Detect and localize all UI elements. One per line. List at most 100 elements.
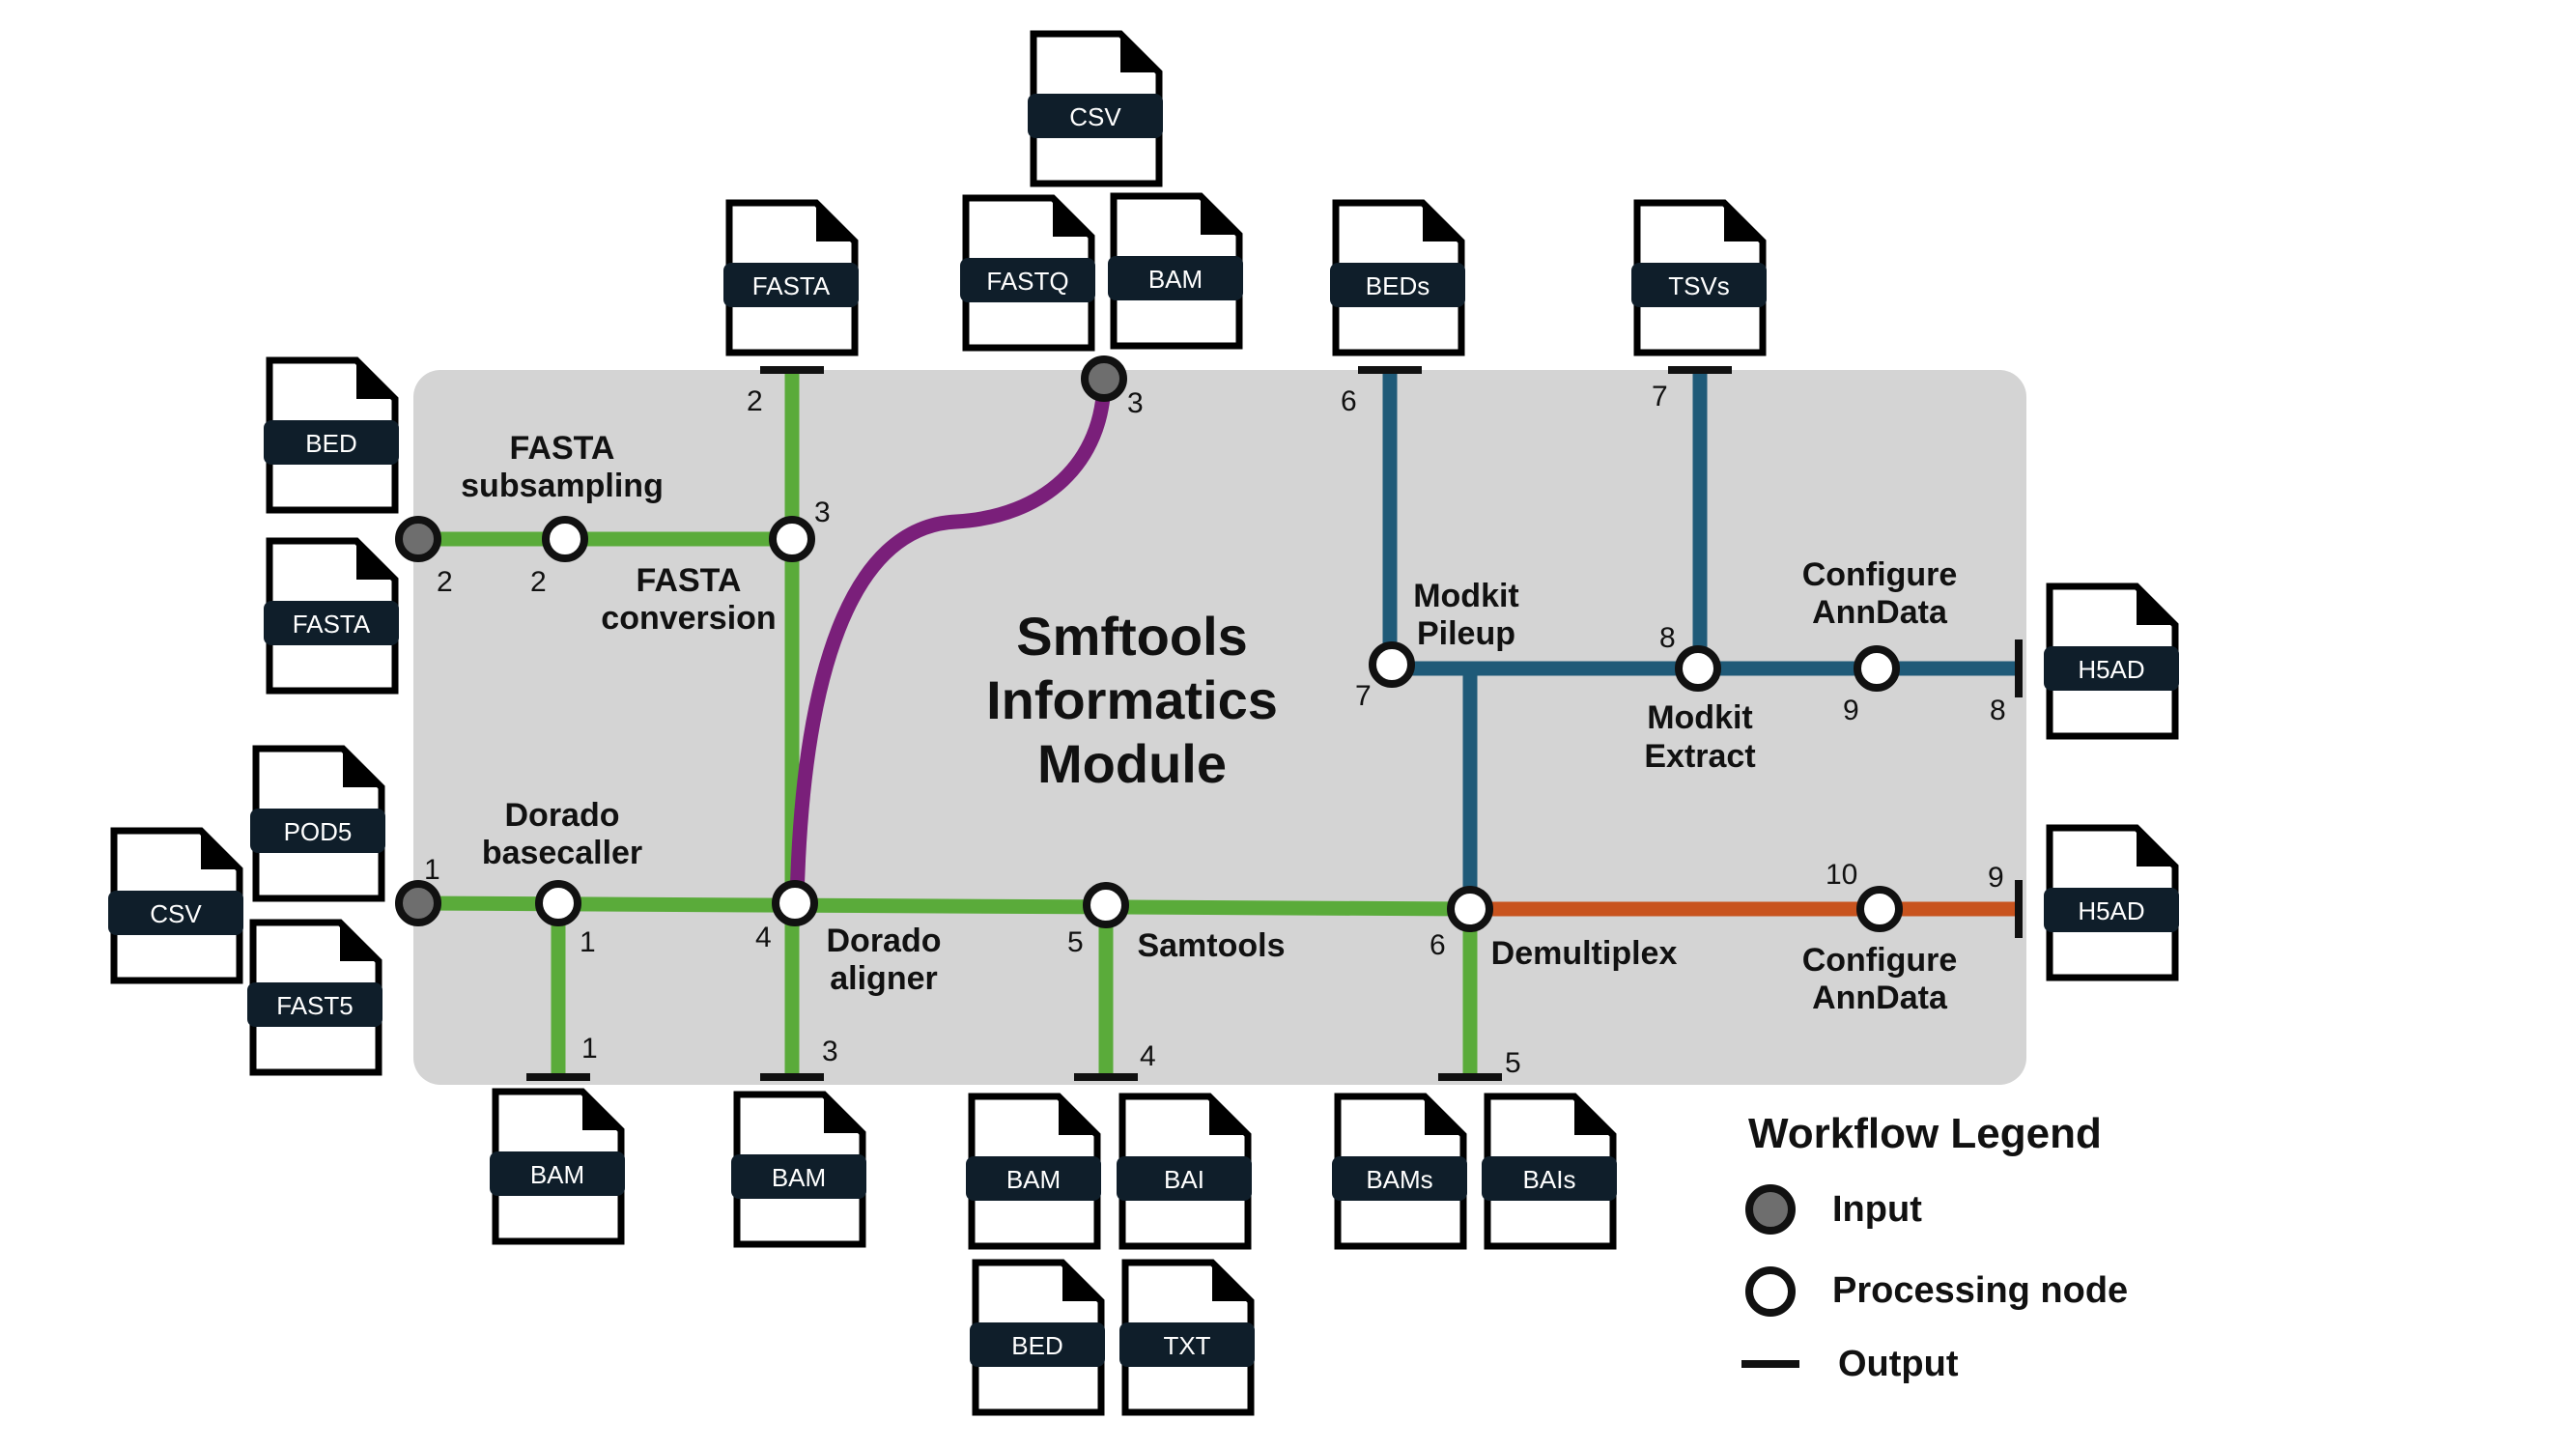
file-icon-h5ad-out1: H5AD <box>2044 586 2179 736</box>
file-icon-bam-out3: BAM <box>731 1094 866 1244</box>
label-dorado-aligner-1: Dorado <box>827 923 942 959</box>
svg-text:FASTA: FASTA <box>293 610 371 639</box>
svg-text:TXT: TXT <box>1163 1331 1210 1360</box>
svg-text:BAM: BAM <box>1006 1165 1061 1194</box>
num-pileup: 7 <box>1355 680 1372 712</box>
file-icon-bam-top: BAM <box>1108 196 1243 346</box>
num-samtools: 5 <box>1067 926 1084 958</box>
label-dorado-basecaller-2: basecaller <box>482 835 642 871</box>
file-icon-bed-in: BED <box>264 360 399 510</box>
file-icon-fast5-in: FAST5 <box>247 923 382 1072</box>
file-icon-h5ad-out2: H5AD <box>2044 828 2179 978</box>
label-modkit-extract-2: Extract <box>1644 738 1755 775</box>
svg-text:BAI: BAI <box>1164 1165 1204 1194</box>
legend-processing-icon <box>1745 1266 1796 1317</box>
num-bam-out3: 3 <box>822 1036 838 1067</box>
num-bam-out4: 4 <box>1140 1040 1156 1072</box>
node-labels: FASTA subsampling FASTA conversion Dorad… <box>461 430 1957 1016</box>
num-bam-out1: 1 <box>581 1033 598 1065</box>
num-conf-bottom: 10 <box>1826 859 1857 891</box>
svg-text:BED: BED <box>305 429 356 458</box>
num-extract: 8 <box>1659 622 1676 654</box>
label-fasta-subsampling-1: FASTA <box>510 430 615 467</box>
node-modkit-pileup <box>1369 641 1415 688</box>
svg-text:BAM: BAM <box>530 1160 584 1189</box>
num-beds-out: 6 <box>1341 385 1357 417</box>
node-fasta-conversion <box>769 516 815 562</box>
node-dorado-aligner <box>772 880 818 926</box>
file-icon-bed-out4: BED <box>970 1263 1105 1412</box>
node-modkit-extract <box>1675 645 1721 692</box>
file-icon-fastq-top: FASTQ <box>960 198 1095 348</box>
label-modkit-extract-1: Modkit <box>1647 699 1753 736</box>
num-conf-top: 9 <box>1843 695 1859 726</box>
num-fasta-in: 2 <box>437 566 453 598</box>
svg-text:BED: BED <box>1011 1331 1062 1360</box>
node-fasta-subsampling <box>542 516 588 562</box>
num-fasta-top: 2 <box>747 385 763 417</box>
file-icon-bams-out5: BAMs <box>1332 1096 1467 1246</box>
label-configure-anndata-bottom-1: Configure <box>1802 942 1958 979</box>
label-dorado-aligner-2: aligner <box>830 960 937 997</box>
svg-text:FASTA: FASTA <box>752 271 831 300</box>
svg-text:FASTQ: FASTQ <box>986 267 1068 296</box>
num-h5ad-out2: 9 <box>1988 862 2004 894</box>
workflow-legend: Workflow Legend Input Processing node Ou… <box>1741 1110 2128 1384</box>
label-demultiplex: Demultiplex <box>1491 935 1678 972</box>
input-node-fastq <box>1081 355 1127 402</box>
node-configure-anndata-top <box>1854 645 1900 692</box>
svg-text:H5AD: H5AD <box>2078 655 2144 684</box>
input-node-fasta <box>395 516 441 562</box>
svg-text:CSV: CSV <box>1069 102 1121 131</box>
module-title-line2: Informatics <box>986 669 1278 730</box>
purple-route-fastq <box>789 378 1112 904</box>
svg-text:H5AD: H5AD <box>2078 896 2144 925</box>
file-icon-csv-in: CSV <box>108 831 243 980</box>
num-h5ad-out1: 8 <box>1990 695 2006 726</box>
num-fastq-in: 3 <box>1127 387 1144 419</box>
green-route-main <box>417 895 1471 917</box>
num-fasta-conv: 3 <box>814 497 831 528</box>
file-icon-bai-out4: BAI <box>1117 1096 1252 1246</box>
num-bam-out5: 5 <box>1505 1047 1521 1079</box>
output-bars <box>526 366 2023 1081</box>
label-fasta-subsampling-2: subsampling <box>461 468 664 504</box>
step-numbers: 2 2 2 3 3 1 1 1 4 3 5 4 6 5 6 7 7 8 9 8 … <box>424 381 2006 1079</box>
num-basecall-in: 1 <box>424 854 440 886</box>
file-icon-fasta-in: FASTA <box>264 541 399 691</box>
svg-text:BAM: BAM <box>1148 265 1203 294</box>
svg-text:BAM: BAM <box>772 1163 826 1192</box>
file-icon-pod5-in: POD5 <box>250 749 385 898</box>
label-samtools: Samtools <box>1137 927 1285 964</box>
svg-text:POD5: POD5 <box>284 817 353 846</box>
svg-text:CSV: CSV <box>150 899 202 928</box>
svg-text:BAMs: BAMs <box>1366 1165 1432 1194</box>
file-icon-fasta-top: FASTA <box>723 203 859 353</box>
legend-title: Workflow Legend <box>1748 1110 2102 1157</box>
file-icon-bam-out1: BAM <box>490 1092 625 1241</box>
svg-text:FAST5: FAST5 <box>276 991 353 1020</box>
svg-text:TSVs: TSVs <box>1668 271 1730 300</box>
legend-input-icon <box>1745 1184 1796 1235</box>
node-dorado-basecaller <box>535 880 581 926</box>
svg-text:BEDs: BEDs <box>1366 271 1430 300</box>
file-icons: BED FASTA FASTA CSV FASTQ BAM BEDs TSVs … <box>108 34 2179 1412</box>
file-icon-beds-top: BEDs <box>1330 203 1465 353</box>
label-modkit-pileup-1: Modkit <box>1413 578 1519 614</box>
module-title: Smftools Informatics Module <box>986 606 1278 794</box>
label-fasta-conversion-1: FASTA <box>637 562 742 599</box>
nodes <box>395 355 1903 932</box>
node-samtools <box>1083 882 1129 928</box>
input-node-pod5 <box>395 880 441 926</box>
label-configure-anndata-bottom-2: AnnData <box>1812 980 1948 1016</box>
num-demux: 6 <box>1430 929 1446 961</box>
label-dorado-basecaller-1: Dorado <box>505 797 620 834</box>
node-configure-anndata-bottom <box>1856 886 1903 932</box>
label-modkit-pileup-2: Pileup <box>1417 615 1515 652</box>
module-title-line1: Smftools <box>1016 606 1248 667</box>
file-icon-txt-out4: TXT <box>1119 1263 1255 1412</box>
legend-input-label: Input <box>1832 1189 1922 1230</box>
label-configure-anndata-top-2: AnnData <box>1812 594 1948 631</box>
svg-text:BAIs: BAIs <box>1523 1165 1576 1194</box>
legend-processing-label: Processing node <box>1832 1270 2128 1311</box>
